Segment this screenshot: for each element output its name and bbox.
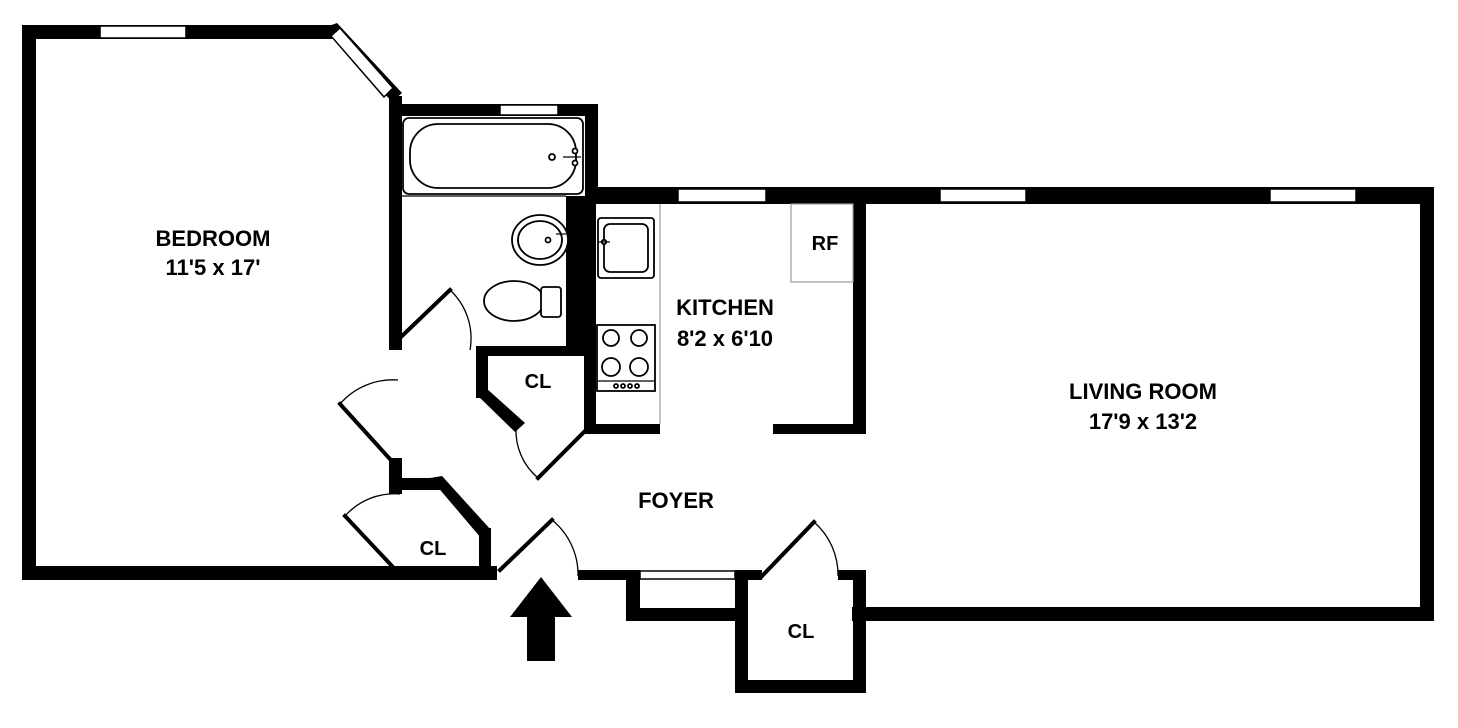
bathtub-knob-icon: [571, 159, 579, 167]
sink-drain-icon: [544, 236, 552, 244]
burner-icon: [629, 357, 649, 377]
foyer-closet-label: CL: [788, 621, 815, 643]
foyer-closet-door-leaf: [759, 519, 817, 579]
bedroom-door-leaf: [337, 401, 392, 461]
bedroom-left-wall: [22, 25, 36, 580]
hall-closet-angled-wall: [476, 388, 525, 432]
windows: [99, 25, 1357, 580]
bedroom-door-swing: [339, 379, 399, 405]
toilet-tank-icon: [540, 286, 562, 318]
foyer-closet-door-swing: [813, 521, 839, 577]
foyer-name: FOYER: [638, 488, 714, 513]
living-window-right: [1269, 188, 1357, 203]
foyer-bottom-wall: [578, 570, 640, 580]
bedroom-closet-right-wall: [479, 528, 491, 580]
hall-closet-label: CL: [525, 371, 552, 393]
bathtub-drain-icon: [548, 153, 556, 161]
stove-knob-icon: [634, 383, 640, 389]
bath-top-wall: [389, 104, 598, 116]
foyer-closet-right-wall: [853, 570, 866, 693]
burner-icon: [601, 357, 621, 377]
bath-right-wall: [585, 104, 598, 196]
bedroom-dims: 11'5 x 17': [166, 255, 261, 280]
sink-basin-icon: [517, 220, 563, 260]
living-right-wall: [1420, 187, 1434, 621]
foyer-closet-left-wall: [735, 570, 748, 693]
bedroom-closet-label: CL: [420, 538, 447, 560]
bedroom-closet-angled-wall: [430, 476, 491, 538]
entry-arrow-icon: [510, 577, 572, 661]
foyer-closet-bottom-wall: [735, 680, 866, 693]
kitchen-name: KITCHEN: [676, 295, 774, 320]
toilet-bowl-icon: [483, 280, 545, 322]
bedroom-bottom-wall: [22, 566, 497, 580]
hall-closet-right-wall: [584, 346, 596, 434]
bathtub-basin-icon: [409, 123, 577, 189]
hall-closet-door-swing: [515, 427, 539, 479]
bathtub-knob-icon: [571, 147, 579, 155]
foyer-niche-bottom: [626, 608, 748, 621]
kitchen-bottom-wall-left: [584, 424, 660, 434]
entry-door-leaf: [497, 517, 555, 573]
burner-icon: [602, 329, 620, 347]
bath-door-leaf: [399, 287, 453, 339]
living-room-name: LIVING ROOM: [1069, 379, 1217, 404]
entry-door-swing: [551, 519, 579, 577]
kitchen-sink-basin-icon: [603, 223, 649, 273]
hall-closet-door-leaf: [535, 429, 587, 481]
bedroom-window: [99, 25, 187, 39]
burner-icon: [630, 329, 648, 347]
hall-closet-left-wall: [476, 346, 488, 398]
foyer-closet-top-left: [735, 570, 762, 580]
bath-window: [499, 104, 559, 116]
kitchen-window: [677, 188, 767, 203]
bedroom-closet-door-swing: [344, 493, 401, 517]
bathroom-fixtures: [402, 117, 584, 322]
living-bottom-wall: [852, 607, 1434, 621]
living-room-dims: 17'9 x 13'2: [1089, 409, 1197, 434]
stove-knob-icon: [620, 383, 626, 389]
kitchen-bottom-wall-right: [773, 424, 866, 434]
bedroom-corner-window: [329, 26, 395, 99]
kitchen-living-wall: [853, 197, 866, 434]
kitchen-fixtures: [596, 203, 854, 424]
bath-door-swing: [449, 289, 472, 351]
walls: [22, 23, 1434, 693]
bath-kitchen-wall: [566, 196, 596, 352]
labels: BEDROOM 11'5 x 17' KITCHEN 8'2 x 6'10 LI…: [156, 226, 1217, 643]
bedroom-name: BEDROOM: [156, 226, 271, 251]
kitchen-dims: 8'2 x 6'10: [677, 326, 773, 351]
bedroom-bath-partition: [389, 96, 402, 350]
stove-knob-icon: [613, 383, 619, 389]
foyer-window: [639, 570, 736, 580]
bath-bottom-wall: [476, 346, 596, 356]
refrigerator-label: RF: [812, 233, 839, 255]
stove-knob-icon: [627, 383, 633, 389]
bedroom-closet-door-leaf: [342, 513, 395, 569]
doors: [337, 287, 839, 579]
living-window-left: [939, 188, 1027, 203]
bedroom-closet-top-wall: [389, 478, 440, 490]
refrigerator-icon: [790, 203, 854, 283]
